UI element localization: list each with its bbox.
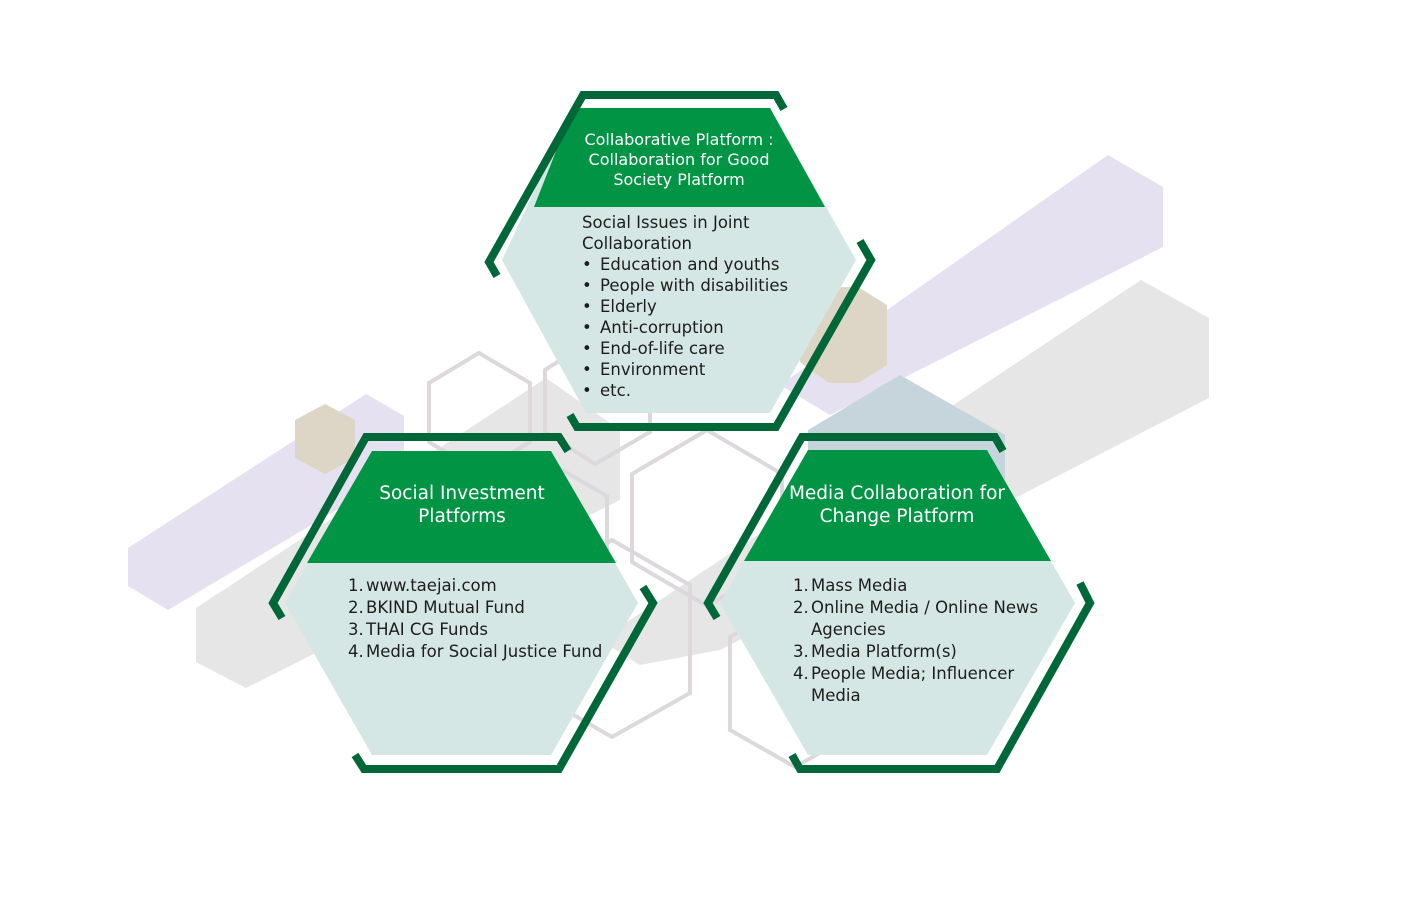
social-investment-content: 1.www.taejai.com 2.BKIND Mutual Fund 3.T… <box>348 575 628 663</box>
collaborative-platform-title: Collaborative Platform : Collaboration f… <box>584 130 774 189</box>
bg-beige-hexagon-small <box>295 404 355 474</box>
number-marker: 2. <box>793 598 809 617</box>
hexagon-frame-left <box>703 433 1007 621</box>
social-issues-list: •Education and youths •People with disab… <box>582 254 822 401</box>
list-item: 1.Mass Media <box>793 576 908 595</box>
number-marker: 4. <box>793 664 809 683</box>
number-marker: 1. <box>348 576 364 595</box>
bullet-marker: • <box>582 339 592 358</box>
bullet-marker: • <box>582 255 592 274</box>
list-item: •Elderly <box>582 297 657 316</box>
hexagon-media-collaboration <box>703 433 1095 773</box>
number-marker: 1. <box>793 576 809 595</box>
bullet-marker: • <box>582 381 592 400</box>
bullet-marker: • <box>582 318 592 337</box>
list-item: •Environment <box>582 360 706 379</box>
social-investment-title: Social Investment Platforms <box>379 483 545 527</box>
collaborative-platform-content: Social Issues in Joint Collaboration •Ed… <box>582 212 822 401</box>
list-item: 3.Media Platform(s) <box>793 642 957 661</box>
list-item: 2.BKIND Mutual Fund <box>348 598 525 617</box>
list-item: 1.www.taejai.com <box>348 576 497 595</box>
hexagon-header-fill <box>307 451 616 563</box>
list-item: 2.Online Media / Online News Agencies <box>793 598 1039 639</box>
hexagon-header-fill <box>534 108 825 207</box>
hexagon-frame-right <box>566 238 876 431</box>
list-item: •etc. <box>582 381 631 400</box>
number-marker: 3. <box>793 642 809 661</box>
bullet-marker: • <box>582 360 592 379</box>
number-marker: 4. <box>348 642 364 661</box>
number-marker: 2. <box>348 598 364 617</box>
media-collaboration-content: 1.Mass Media 2.Online Media / Online New… <box>793 575 1051 707</box>
list-item: •People with disabilities <box>582 276 789 295</box>
list-item: 4.People Media; Influencer Media <box>793 664 1015 705</box>
hexagon-frame-left <box>484 91 788 278</box>
social-issues-heading: Social Issues in Joint Collaboration <box>582 213 750 253</box>
list-item: •Education and youths <box>582 255 780 274</box>
bullet-marker: • <box>582 297 592 316</box>
list-item: 3.THAI CG Funds <box>348 620 489 639</box>
hexagon-frame-right <box>788 581 1095 773</box>
number-marker: 3. <box>348 620 364 639</box>
list-item: •End-of-life care <box>582 339 725 358</box>
hexagon-social-investment <box>268 433 658 773</box>
hexagon-frame-right <box>351 584 658 773</box>
list-item: 4.Media for Social Justice Fund <box>348 642 603 661</box>
social-investment-list: 1.www.taejai.com 2.BKIND Mutual Fund 3.T… <box>348 575 628 663</box>
bullet-marker: • <box>582 276 592 295</box>
hexagon-header-fill <box>744 450 1051 561</box>
list-item: •Anti-corruption <box>582 318 724 337</box>
hexagon-collaborative-platform <box>484 91 876 431</box>
media-collaboration-title: Media Collaboration for Change Platform <box>788 483 1006 527</box>
hexagon-frame-left <box>268 433 572 621</box>
media-collaboration-list: 1.Mass Media 2.Online Media / Online New… <box>793 575 1051 707</box>
